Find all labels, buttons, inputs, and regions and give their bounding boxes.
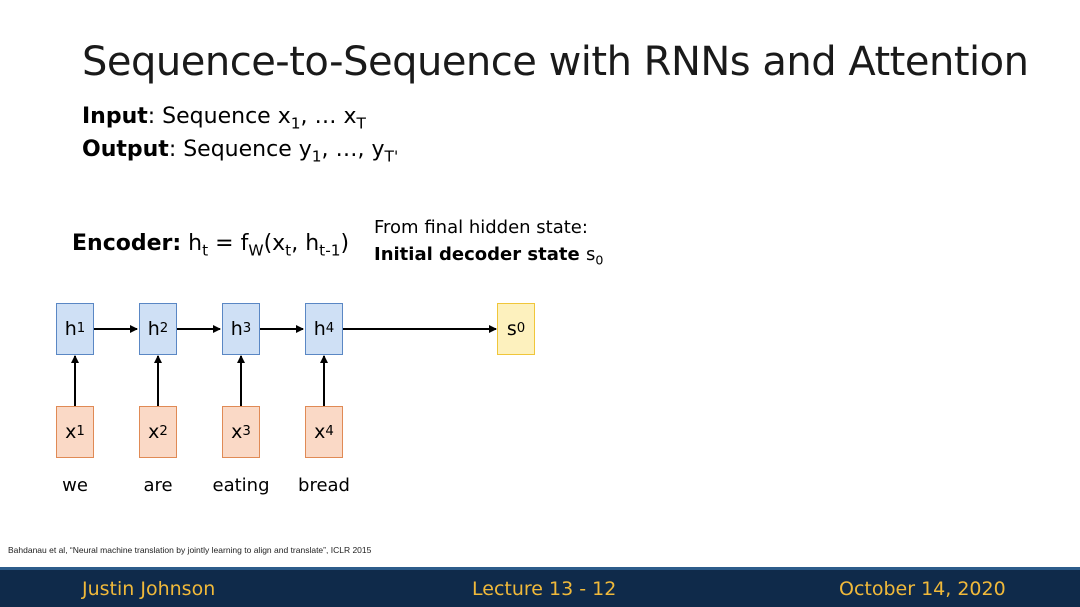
formula-part: (x — [263, 231, 286, 256]
formula-part: , h — [291, 231, 320, 256]
footer-date: October 14, 2020 — [839, 578, 1006, 600]
formula-sub: W — [248, 241, 264, 260]
output-sub-1: 1 — [311, 147, 322, 166]
input-text-mid: , … x — [300, 104, 357, 129]
word-label: we — [62, 475, 88, 496]
output-text-mid: , …, y — [321, 137, 385, 162]
slide-footer: Justin Johnson Lecture 13 - 12 October 1… — [0, 567, 1080, 607]
note-s: s — [585, 244, 596, 265]
formula-sub: t — [285, 241, 292, 260]
output-line: Output: Sequence y1, …, yT' — [82, 136, 398, 164]
input-label: Input — [82, 104, 148, 129]
output-label: Output — [82, 137, 169, 162]
footer-author: Justin Johnson — [82, 578, 216, 600]
input-sub-T: T — [356, 114, 366, 133]
input-text: : Sequence x — [147, 104, 291, 129]
note-bold: Initial decoder state — [374, 244, 586, 265]
word-label: bread — [298, 475, 350, 496]
formula-part: = f — [208, 231, 249, 256]
footer-lecture: Lecture 13 - 12 — [472, 578, 617, 600]
output-sub-T: T' — [384, 147, 399, 166]
formula-sub: t-1 — [319, 241, 341, 260]
formula-part: h — [188, 231, 203, 256]
input-sub-1: 1 — [290, 114, 301, 133]
decoder-init-note: From final hidden state: Initial decoder… — [374, 214, 603, 268]
note-s-sub: 0 — [595, 252, 604, 268]
citation: Bahdanau et al, “Neural machine translat… — [8, 545, 372, 555]
word-label: eating — [212, 475, 270, 496]
input-line: Input: Sequence x1, … xT — [82, 103, 366, 131]
output-text: : Sequence y — [168, 137, 312, 162]
note-line-2: Initial decoder state s0 — [374, 241, 603, 268]
encoder-label: Encoder: — [72, 231, 182, 256]
word-label: are — [143, 475, 173, 496]
encoder-formula: Encoder: ht = fW(xt, ht-1) — [72, 228, 349, 260]
note-line-1: From final hidden state: — [374, 217, 588, 238]
slide-title: Sequence-to-Sequence with RNNs and Atten… — [82, 39, 1029, 85]
formula-part: ) — [340, 231, 350, 256]
formula-sub: t — [202, 241, 209, 260]
